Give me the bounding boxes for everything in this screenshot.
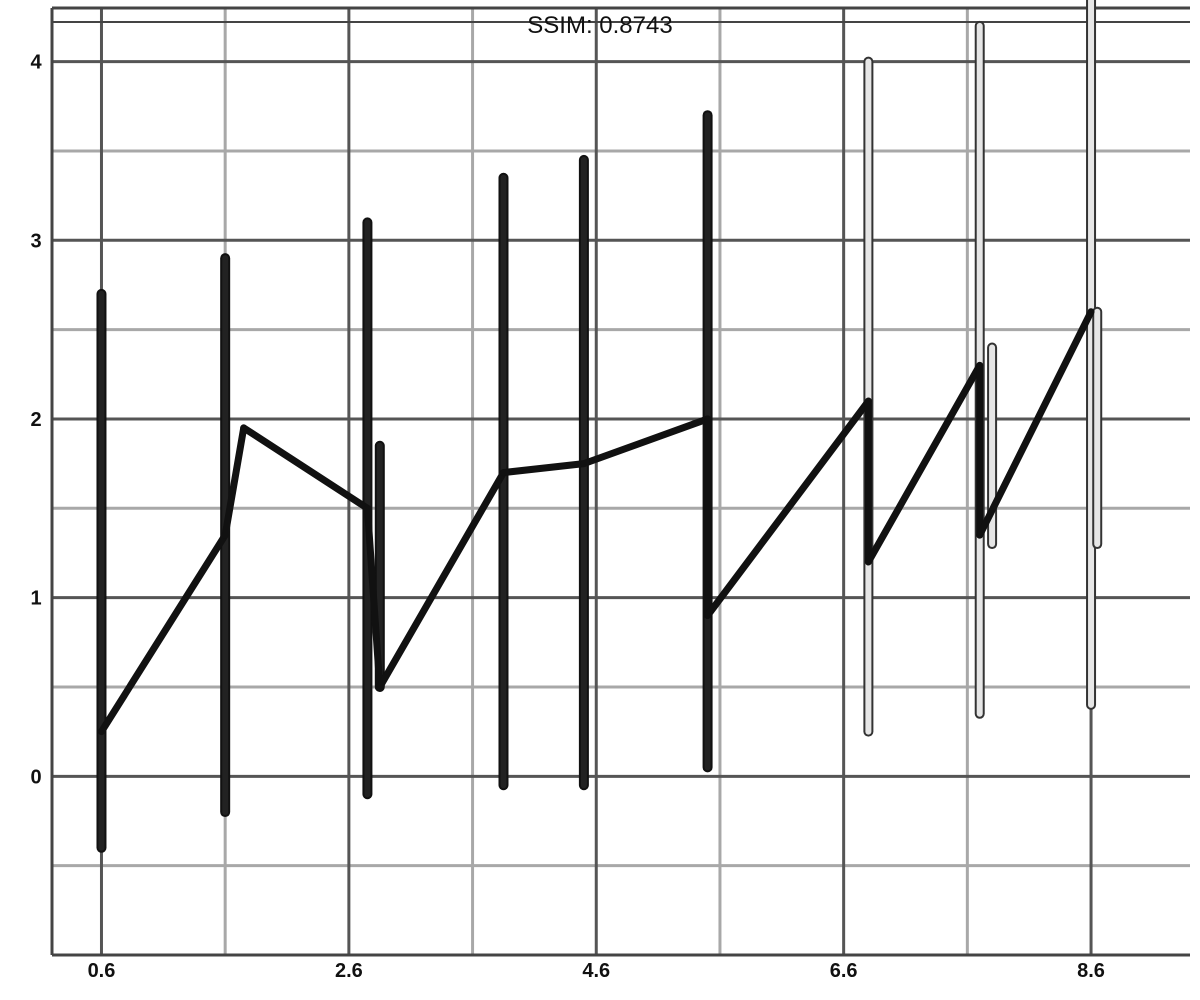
series-line-segment: [376, 469, 507, 691]
x-tick-label: 6.6: [830, 960, 858, 982]
x-tick-label: 0.6: [88, 960, 116, 982]
series-line-segment: [704, 397, 872, 620]
chart-title: SSIM: 0.8743: [527, 12, 672, 39]
y-tick-label: 1: [30, 588, 41, 610]
x-tick-label: 2.6: [335, 960, 363, 982]
series-line-segment: [221, 424, 248, 539]
series-line-segment: [976, 308, 1095, 539]
series-line-segment: [240, 424, 371, 512]
y-tick-label: 4: [30, 52, 42, 74]
series-line-segment: [363, 504, 384, 691]
series-line-segment: [97, 531, 229, 736]
tick-labels: 0.6 2.6 4.6 6.6 8.6 0 1 2 3 4: [30, 52, 1105, 982]
x-tick-label: 8.6: [1077, 960, 1105, 982]
y-tick-label: 2: [30, 409, 41, 431]
series-line-segment: [580, 415, 712, 468]
y-tick-label: 3: [30, 230, 41, 252]
x-tick-label: 4.6: [582, 960, 610, 982]
y-tick-label: 0: [30, 766, 41, 788]
series-layer: [97, 308, 1095, 736]
axes: [50, 6, 1190, 957]
series-line-segment: [864, 361, 984, 566]
series-line-segment: [499, 460, 588, 477]
